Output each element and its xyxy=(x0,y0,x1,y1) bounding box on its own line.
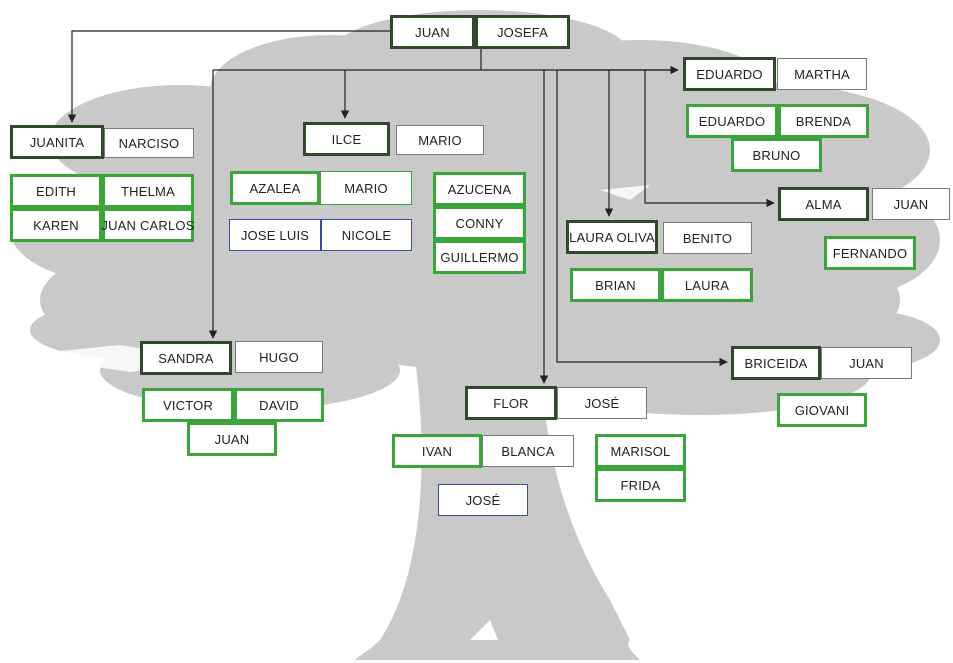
person-name: JUAN CARLOS xyxy=(101,217,195,233)
root-head-box: JUAN xyxy=(390,15,475,49)
person-name: JOSÉ xyxy=(465,492,501,508)
person-name: AZUCENA xyxy=(447,181,512,197)
eduardo-child-box: BRENDA xyxy=(778,104,869,138)
person-name: BENITO xyxy=(682,230,733,246)
flor-child-box: IVAN xyxy=(392,434,482,468)
laura-child-box: LAURA xyxy=(661,268,753,302)
ilce-child-box: AZALEA xyxy=(230,171,320,205)
azucena-box: CONNY xyxy=(433,206,526,240)
ilce-grandchild-box: JOSE LUIS xyxy=(229,219,321,251)
person-name: NICOLE xyxy=(341,227,392,243)
flor-child-box: MARISOL xyxy=(595,434,686,468)
person-name: LAURA xyxy=(684,277,730,293)
person-name: BRUNO xyxy=(752,147,801,163)
person-name: BRIAN xyxy=(595,277,636,293)
person-name: BRICEIDA xyxy=(744,355,808,371)
person-name: MARIO xyxy=(344,180,388,196)
briceida-spouse-box: JUAN xyxy=(821,347,912,379)
person-name: EDUARDO xyxy=(698,113,766,129)
person-name: GUILLERMO xyxy=(440,249,519,265)
sandra-child-box: JUAN xyxy=(187,422,277,456)
flor-child-box: FRIDA xyxy=(595,468,686,502)
person-name: EDITH xyxy=(36,183,76,199)
juanita-child-box: EDITH xyxy=(10,174,102,208)
azucena-box: AZUCENA xyxy=(433,172,526,206)
person-name: JUAN xyxy=(849,355,884,371)
person-name: IVAN xyxy=(421,443,453,459)
sandra-child-box: VICTOR xyxy=(142,388,234,422)
person-name: MARTHA xyxy=(794,66,850,82)
flor-head-box: FLOR xyxy=(465,386,557,420)
briceida-head-box: BRICEIDA xyxy=(731,346,821,380)
juanita-spouse-box: NARCISO xyxy=(104,128,194,158)
person-name: JUAN xyxy=(893,196,929,212)
juanita-child-box: KAREN xyxy=(10,208,102,242)
laura-spouse-box: BENITO xyxy=(663,222,752,254)
person-name: HUGO xyxy=(259,349,299,365)
person-name: EDUARDO xyxy=(696,66,763,82)
alma-child-box: FERNANDO xyxy=(824,236,916,270)
person-name: JOSÉ xyxy=(584,395,620,411)
eduardo-spouse-box: MARTHA xyxy=(777,58,867,90)
juanita-child-box: THELMA xyxy=(102,174,194,208)
person-name: VICTOR xyxy=(162,397,214,413)
ilce-child-box: MARIO xyxy=(320,171,412,205)
flor-grandchild-box: JOSÉ xyxy=(438,484,528,516)
sandra-head-box: SANDRA xyxy=(140,341,232,375)
person-name: ILCE xyxy=(331,131,362,147)
person-name: FLOR xyxy=(493,395,529,411)
person-name: THELMA xyxy=(121,183,175,199)
eduardo-child-box: BRUNO xyxy=(731,138,822,172)
person-name: FERNANDO xyxy=(832,245,908,261)
person-name: MARIO xyxy=(418,132,462,148)
alma-head-box: ALMA xyxy=(778,187,869,221)
person-name: JUAN xyxy=(214,431,250,447)
person-name: ALMA xyxy=(805,196,842,212)
ilce-head-box: ILCE xyxy=(303,122,390,156)
person-name: MARISOL xyxy=(610,443,671,459)
laura-child-box: BRIAN xyxy=(570,268,661,302)
person-name: JUANITA xyxy=(29,134,85,150)
root-head-name: JUAN xyxy=(415,24,450,40)
azucena-box: GUILLERMO xyxy=(433,240,526,274)
person-name: CONNY xyxy=(455,215,504,231)
eduardo-head-box: EDUARDO xyxy=(683,57,776,91)
person-name: BLANCA xyxy=(501,443,555,459)
person-name: LAURA OLIVA xyxy=(569,229,655,245)
person-name: DAVID xyxy=(259,397,299,413)
root-spouse-box: JOSEFA xyxy=(475,15,570,49)
root-spouse-name: JOSEFA xyxy=(496,24,549,40)
ilce-grandchild-box: NICOLE xyxy=(321,219,412,251)
flor-spouse-box: JOSÉ xyxy=(557,387,647,419)
flor-child-box: BLANCA xyxy=(482,435,574,467)
juanita-head-box: JUANITA xyxy=(10,125,104,159)
person-name: GIOVANI xyxy=(794,402,850,418)
briceida-child-box: GIOVANI xyxy=(777,393,867,427)
alma-spouse-box: JUAN xyxy=(872,188,950,220)
eduardo-child-box: EDUARDO xyxy=(686,104,778,138)
person-name: NARCISO xyxy=(118,135,180,151)
person-name: SANDRA xyxy=(158,350,214,366)
sandra-spouse-box: HUGO xyxy=(235,341,323,373)
person-name: KAREN xyxy=(33,217,79,233)
person-name: FRIDA xyxy=(620,477,661,493)
sandra-child-box: DAVID xyxy=(234,388,324,422)
person-name: JOSE LUIS xyxy=(240,227,310,243)
ilce-spouse-box: MARIO xyxy=(396,125,484,155)
person-name: AZALEA xyxy=(249,180,301,196)
person-name: BRENDA xyxy=(795,113,852,129)
juanita-child-box: JUAN CARLOS xyxy=(101,208,195,242)
laura-head-box: LAURA OLIVA xyxy=(566,220,658,254)
